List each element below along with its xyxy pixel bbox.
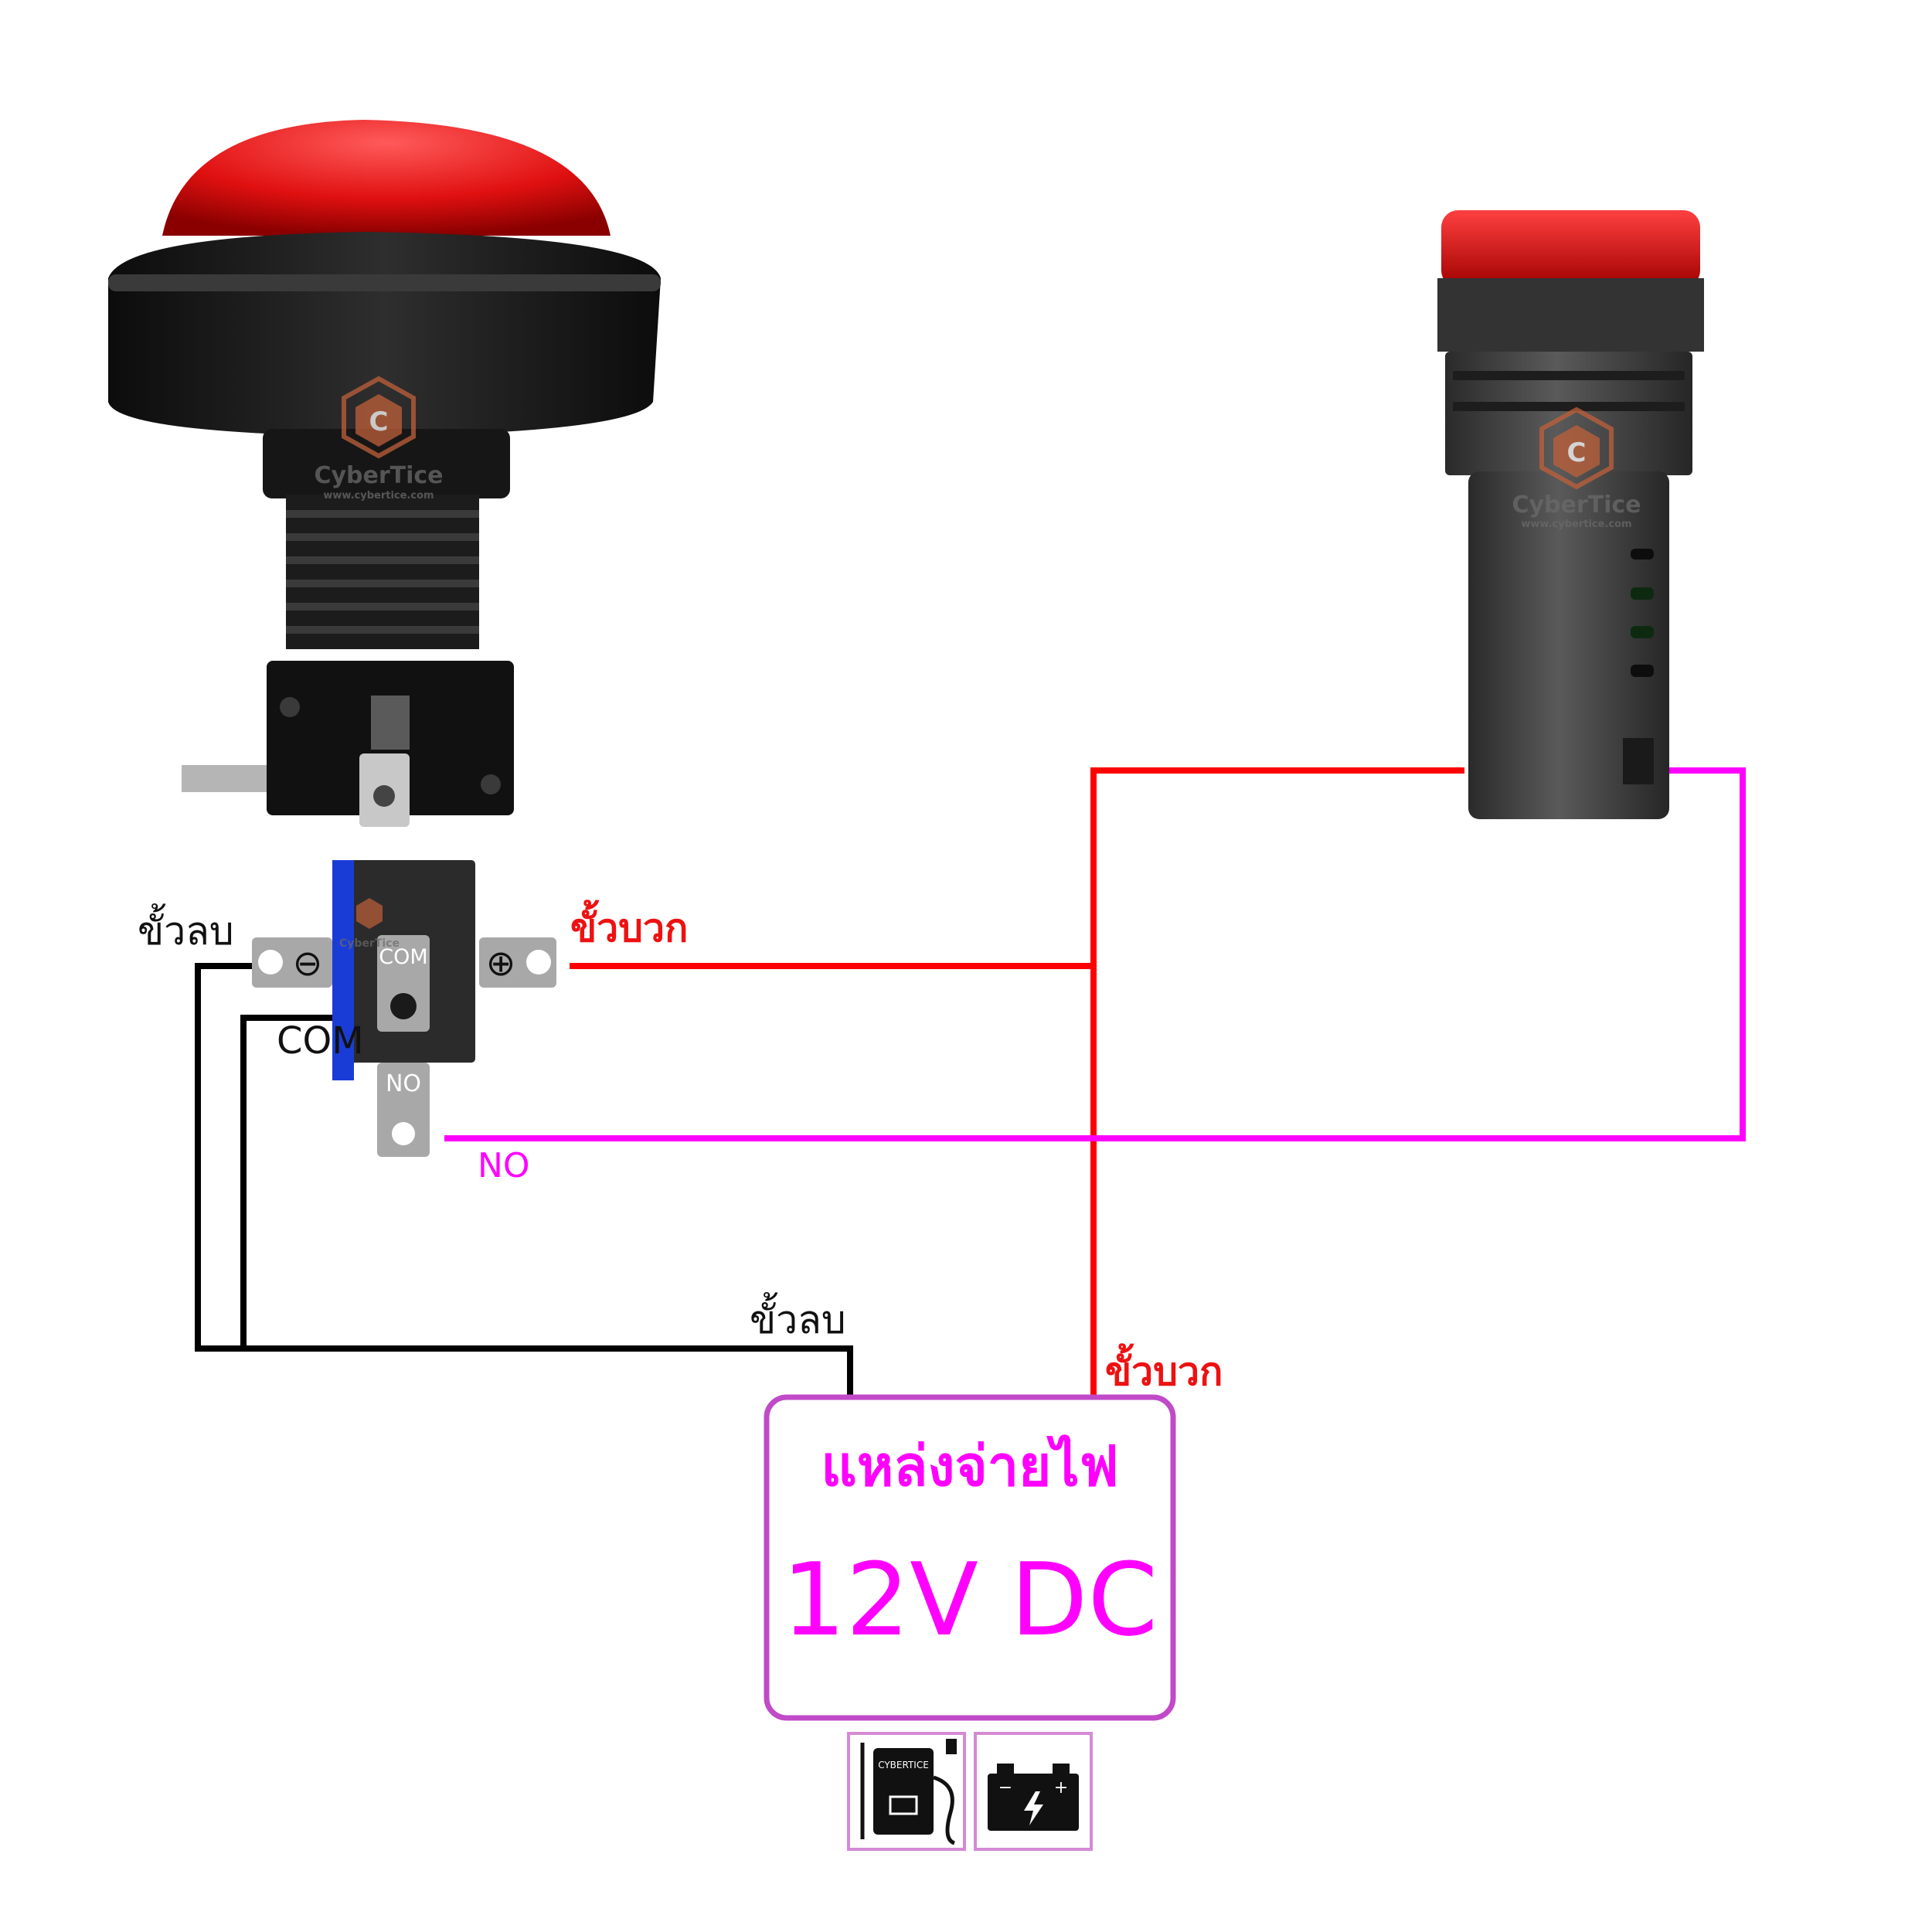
power-supply-title: แหล่งจ่ายไฟ	[821, 1434, 1118, 1498]
power-supply-box	[764, 1394, 1176, 1721]
svg-text:CYBERTICE: CYBERTICE	[878, 1760, 929, 1770]
watermark-logo-switch: CyberTice	[339, 898, 400, 950]
power-supply: แหล่งจ่ายไฟ 12V DC	[764, 1394, 1176, 1721]
svg-text:www.cybertice.com: www.cybertice.com	[323, 490, 434, 502]
svg-text:CyberTice: CyberTice	[339, 937, 400, 950]
svg-text:+: +	[1054, 1778, 1068, 1798]
com-terminal	[377, 935, 430, 1032]
indicator-lamp-cap	[1441, 210, 1700, 287]
push-button-cap	[162, 120, 611, 236]
svg-text:C: C	[369, 406, 389, 437]
svg-text:www.cybertice.com: www.cybertice.com	[1521, 519, 1631, 530]
push-button-neck	[263, 429, 510, 498]
switch-positive-label: ขั้วบวก	[570, 900, 688, 951]
indicator-lamp: C CyberTice www.cybertice.com	[1437, 210, 1704, 819]
wire-no	[444, 767, 1746, 1141]
power-adapter-icon: CYBERTICE	[847, 1732, 966, 1851]
wire-no-label: NO	[478, 1146, 530, 1185]
wire-positive	[570, 767, 1464, 1400]
switch-schematic: ⊖ ⊕ COM NO CyberTice	[252, 860, 556, 1157]
svg-text:C: C	[1567, 437, 1587, 468]
watermark-logo-button: C CyberTice www.cybertice.com	[314, 376, 444, 502]
no-terminal-label: NO	[386, 1070, 421, 1097]
com-terminal-label: COM	[379, 945, 427, 969]
car-battery-icon: − +	[974, 1732, 1093, 1851]
power-supply-voltage: 12V DC	[782, 1541, 1158, 1658]
svg-text:CyberTice: CyberTice	[1512, 492, 1641, 519]
push-button-thread	[286, 495, 479, 649]
push-button: C CyberTice www.cybertice.com	[108, 120, 661, 827]
wire-negative	[195, 963, 853, 1400]
switch-negative-label: ขั้วลบ	[138, 903, 234, 954]
positive-terminal-symbol: ⊕	[486, 942, 516, 984]
indicator-lamp-body	[1468, 471, 1669, 819]
watermark-logo-lamp: C CyberTice www.cybertice.com	[1512, 406, 1641, 530]
supply-positive-label: ขั้วบวก	[1105, 1343, 1223, 1394]
switch-com-label: COM	[277, 1019, 364, 1063]
supply-negative-label: ขั้วลบ	[750, 1292, 846, 1342]
no-terminal	[377, 1063, 430, 1157]
negative-terminal-symbol: ⊖	[293, 942, 323, 984]
switch-stripe	[332, 860, 354, 1080]
svg-text:−: −	[998, 1778, 1012, 1798]
svg-text:CyberTice: CyberTice	[314, 462, 443, 489]
